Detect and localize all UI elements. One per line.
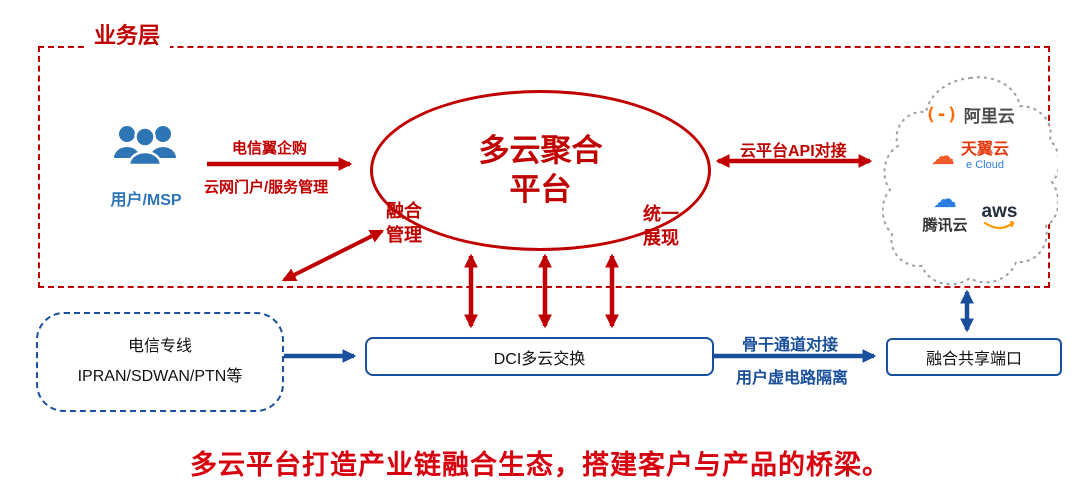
cloud-outline <box>882 76 1058 286</box>
platform-title: 多云聚合平台 <box>478 132 603 207</box>
alibaba-cloud-logo: (-) 阿里云 <box>882 102 1058 127</box>
tianyi-cloud-icon: ☁ <box>930 143 955 171</box>
telecom-line-title: 电信专线 <box>127 337 192 355</box>
alibaba-cloud-label: 阿里云 <box>963 107 1015 126</box>
aws-label: aws <box>981 201 1018 222</box>
tianyi-cloud-label: 天翼云 <box>960 141 1009 158</box>
shared-port-box: 融合共享端口 <box>886 338 1062 376</box>
tencent-cloud-logo: ☁ 腾讯云 <box>923 188 968 235</box>
dci-exchange-box: DCI多云交换 <box>365 337 714 376</box>
business-layer-label: 业务层 <box>84 18 171 50</box>
users-icon <box>112 118 178 176</box>
tencent-cloud-label: 腾讯云 <box>922 217 968 234</box>
user-msp-label: 用户/MSP <box>110 192 182 209</box>
platform-ellipse: 多云聚合平台 <box>370 90 711 251</box>
alibaba-cloud-icon: (-) <box>925 104 958 125</box>
tianyi-cloud-logo: ☁ 天翼云 e Cloud <box>882 142 1058 172</box>
portal-service-label: 云网门户/服务管理 <box>204 179 329 196</box>
cloud-bottom-row: ☁ 腾讯云 aws <box>882 188 1058 235</box>
footer-headline: 多云平台打造产业链融合生态，搭建客户与产品的桥梁。 <box>190 450 890 480</box>
virtual-circuit-label: 用户虚电路隔离 <box>736 370 849 387</box>
telecom-purchase-label: 电信翼企购 <box>232 140 308 157</box>
unified-display-label: 统一展现 <box>643 204 679 248</box>
telecom-line-subtitle: IPRAN/SDWAN/PTN等 <box>77 368 243 385</box>
cloud-providers-group: (-) 阿里云 ☁ 天翼云 e Cloud ☁ 腾讯云 aws <box>882 72 1058 292</box>
backbone-channel-label: 骨干通道对接 <box>742 337 839 354</box>
telecom-line-box: 电信专线 IPRAN/SDWAN/PTN等 <box>36 312 284 412</box>
fusion-management-label: 融合管理 <box>386 201 422 245</box>
cloud-api-label: 云平台API对接 <box>740 143 847 160</box>
dci-exchange-label: DCI多云交换 <box>493 350 586 368</box>
aws-logo: aws <box>981 188 1018 231</box>
aws-smile-icon <box>983 221 1015 230</box>
tianyi-ecloud-label: e Cloud <box>966 159 1004 171</box>
tencent-cloud-icon: ☁ <box>933 186 958 213</box>
shared-port-label: 融合共享端口 <box>925 351 1022 368</box>
